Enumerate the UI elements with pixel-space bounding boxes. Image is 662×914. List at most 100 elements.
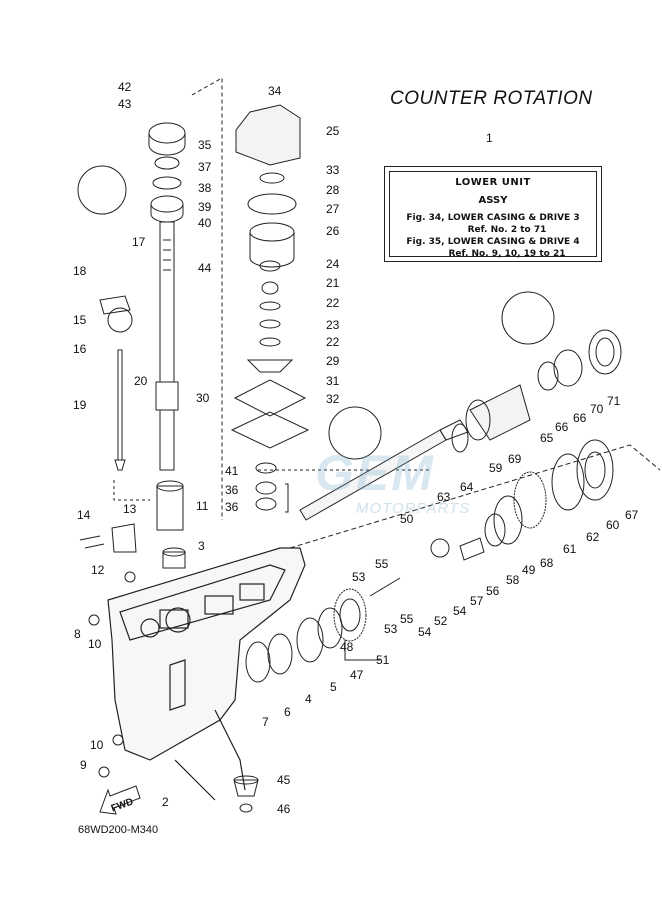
watermark-sub: MOTORPARTS bbox=[356, 500, 471, 517]
callout-10b: 10 bbox=[90, 738, 104, 752]
callout-71: 71 bbox=[607, 394, 621, 408]
detail-circle-1 bbox=[77, 165, 127, 215]
callout-17: 17 bbox=[132, 235, 146, 249]
callout-26: 26 bbox=[326, 224, 340, 238]
callout-51: 51 bbox=[376, 653, 390, 667]
callout-10a: 10 bbox=[88, 637, 102, 651]
callout-52: 52 bbox=[434, 614, 448, 628]
callout-24: 24 bbox=[326, 257, 340, 271]
callout-42: 42 bbox=[118, 80, 132, 94]
callout-22b: 22 bbox=[326, 335, 340, 349]
callout-53b: 53 bbox=[384, 622, 398, 636]
fwd-arrow bbox=[99, 785, 141, 815]
detail-circle-2 bbox=[328, 406, 382, 460]
callout-31: 31 bbox=[326, 374, 340, 388]
callout-28: 28 bbox=[326, 183, 340, 197]
callout-45: 45 bbox=[277, 773, 291, 787]
callout-50: 50 bbox=[400, 512, 414, 526]
info-line-5: Fig. 35, LOWER CASING & DRIVE 4 bbox=[406, 237, 580, 247]
callout-68: 68 bbox=[540, 556, 554, 570]
callout-70: 70 bbox=[590, 402, 604, 416]
impeller bbox=[246, 359, 294, 373]
callout-66a: 66 bbox=[555, 420, 569, 434]
callout-29: 29 bbox=[326, 354, 340, 368]
callout-53a: 53 bbox=[352, 570, 366, 584]
diagram-code: 68WD200-M340 bbox=[78, 824, 159, 836]
callout-49: 49 bbox=[522, 563, 536, 577]
info-line-6: Ref. No. 9, 10, 19 to 21 bbox=[448, 249, 566, 259]
callout-34: 34 bbox=[268, 84, 282, 98]
callout-32: 32 bbox=[326, 392, 340, 406]
callout-18: 18 bbox=[73, 264, 87, 278]
callout-40: 40 bbox=[198, 216, 212, 230]
callout-11: 11 bbox=[196, 499, 209, 513]
callout-7: 7 bbox=[262, 715, 269, 729]
diagram-title: COUNTER ROTATION bbox=[390, 88, 593, 109]
callout-8: 8 bbox=[74, 627, 81, 641]
callout-48: 48 bbox=[340, 640, 354, 654]
callout-66b: 66 bbox=[573, 411, 587, 425]
callout-23: 23 bbox=[326, 318, 340, 332]
info-line-2: ASSY bbox=[478, 195, 508, 206]
callout-30: 30 bbox=[196, 391, 210, 405]
callout-5: 5 bbox=[330, 680, 337, 694]
callout-37: 37 bbox=[198, 160, 212, 174]
callout-15: 15 bbox=[73, 313, 87, 327]
watermark-brand: GEM bbox=[315, 445, 435, 501]
info-box: LOWER UNIT ASSY Fig. 34, LOWER CASING & … bbox=[384, 166, 602, 262]
callout-44: 44 bbox=[198, 261, 212, 275]
callout-36b: 36 bbox=[225, 500, 239, 514]
callout-67: 67 bbox=[625, 508, 639, 522]
info-line-3: Fig. 34, LOWER CASING & DRIVE 3 bbox=[406, 213, 580, 223]
callout-64: 64 bbox=[460, 480, 474, 494]
callout-54a: 54 bbox=[418, 625, 432, 639]
callout-59: 59 bbox=[489, 461, 503, 475]
part-35 bbox=[148, 122, 186, 144]
guide-line-left bbox=[191, 77, 223, 520]
drive-shaft bbox=[155, 221, 179, 471]
callout-43: 43 bbox=[118, 97, 132, 111]
callout-47: 47 bbox=[350, 668, 364, 682]
callout-61: 61 bbox=[563, 542, 577, 556]
pump-housing bbox=[235, 104, 301, 166]
callout-3: 3 bbox=[198, 539, 205, 553]
callout-69: 69 bbox=[508, 452, 522, 466]
callout-39: 39 bbox=[198, 200, 212, 214]
info-line-1: LOWER UNIT bbox=[455, 177, 531, 188]
callout-56: 56 bbox=[486, 584, 500, 598]
callout-58: 58 bbox=[506, 573, 520, 587]
shift-rod bbox=[117, 349, 123, 461]
callout-60: 60 bbox=[606, 518, 620, 532]
callout-62: 62 bbox=[586, 530, 600, 544]
callout-19: 19 bbox=[73, 398, 87, 412]
callout-36a: 36 bbox=[225, 483, 239, 497]
callout-21: 21 bbox=[326, 276, 340, 290]
callout-12: 12 bbox=[91, 563, 105, 577]
callout-14: 14 bbox=[77, 508, 91, 522]
callout-46: 46 bbox=[277, 802, 291, 816]
callout-57: 57 bbox=[470, 594, 484, 608]
callout-9: 9 bbox=[80, 758, 87, 772]
callout-41: 41 bbox=[225, 464, 239, 478]
callout-4: 4 bbox=[305, 692, 312, 706]
info-box-ref: 1 bbox=[486, 131, 493, 145]
callout-33: 33 bbox=[326, 163, 340, 177]
callout-38: 38 bbox=[198, 181, 212, 195]
callout-16: 16 bbox=[73, 342, 87, 356]
callout-35: 35 bbox=[198, 138, 212, 152]
callout-2: 2 bbox=[162, 795, 169, 809]
callout-63: 63 bbox=[437, 490, 451, 504]
info-line-4: Ref. No. 2 to 71 bbox=[467, 225, 547, 235]
callout-55b: 55 bbox=[400, 612, 414, 626]
callout-27: 27 bbox=[326, 202, 340, 216]
guide-line-right bbox=[289, 444, 661, 549]
callout-20: 20 bbox=[134, 374, 148, 388]
callout-25: 25 bbox=[326, 124, 340, 138]
callout-55a: 55 bbox=[375, 557, 389, 571]
callout-54b: 54 bbox=[453, 604, 467, 618]
callout-6: 6 bbox=[284, 705, 291, 719]
callout-65: 65 bbox=[540, 431, 554, 445]
callout-13: 13 bbox=[123, 502, 137, 516]
